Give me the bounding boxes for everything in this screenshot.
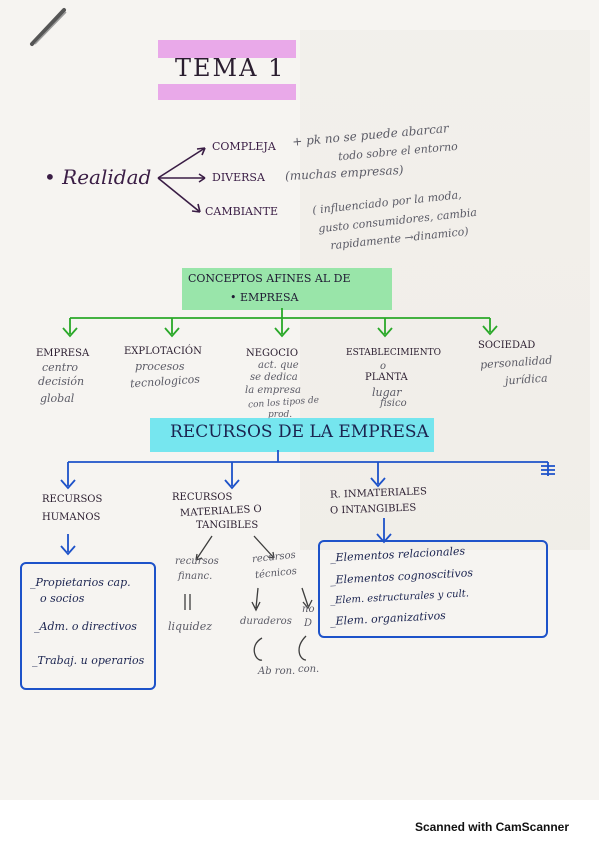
humanos-item-1b: o socios xyxy=(40,592,85,605)
humanos-item-1: _Propietarios cap. xyxy=(30,576,131,589)
concept-explotacion-line1: procesos xyxy=(135,360,185,373)
humanos-box xyxy=(20,562,156,690)
conceptos-title-line1: CONCEPTOS AFINES AL DE xyxy=(188,272,351,285)
tecnicos-left-bottom: Ab ron. xyxy=(258,666,296,677)
tecnicos-right-2: D xyxy=(304,618,313,629)
inmateriales-box xyxy=(318,540,548,638)
concept-empresa-line2: decisión xyxy=(38,375,85,388)
notebook-page xyxy=(0,0,599,800)
concept-negocio-line1: act. que xyxy=(258,360,299,371)
financ-label-1: recursos xyxy=(175,556,219,567)
conceptos-title-line2: • EMPRESA xyxy=(230,291,299,304)
concept-negocio-line2: se dedica xyxy=(250,372,298,383)
compleja-word: COMPLEJA xyxy=(212,140,276,153)
materiales-head-line1: RECURSOS xyxy=(172,492,233,503)
scanner-watermark: Scanned with CamScanner xyxy=(414,820,569,834)
diversa-word: DIVERSA xyxy=(212,171,265,184)
concept-empresa-line3: global xyxy=(40,392,75,405)
concept-empresa-line1: centro xyxy=(42,361,79,374)
cambiante-word: CAMBIANTE xyxy=(205,205,278,218)
concept-negocio-line5: prod. xyxy=(268,410,293,420)
concept-establecimiento-line3: lugar xyxy=(372,386,402,399)
concept-explotacion-head: EXPLOTACIÓN xyxy=(124,346,202,357)
materiales-head-line3: TANGIBLES xyxy=(196,520,259,531)
concept-establecimiento-line2: PLANTA xyxy=(365,372,408,383)
concept-sociedad-head: SOCIEDAD xyxy=(478,340,536,351)
title-highlight-top xyxy=(158,40,296,58)
concept-negocio-head: NEGOCIO xyxy=(246,348,299,359)
tecnicos-right-bottom: con. xyxy=(298,664,320,675)
recursos-highlight xyxy=(150,418,434,452)
concept-establecimiento-line4: fisico xyxy=(380,398,407,409)
humanos-item-2: _Adm. o directivos xyxy=(34,620,137,633)
conceptos-highlight xyxy=(182,268,392,310)
concept-establecimiento-line1: o xyxy=(380,361,387,372)
concept-negocio-line3: la empresa xyxy=(245,385,301,396)
recursos-title: RECURSOS DE LA EMPRESA xyxy=(170,422,429,442)
financ-label-2: financ. xyxy=(178,571,213,582)
concept-empresa-head: EMPRESA xyxy=(36,348,90,359)
financ-result: liquidez xyxy=(168,620,213,633)
title-highlight-bottom xyxy=(158,84,296,100)
tecnicos-left: duraderos xyxy=(240,616,292,627)
humanos-head-line1: RECURSOS xyxy=(42,494,103,505)
tecnicos-right-1: no xyxy=(302,604,315,615)
humanos-head-line2: HUMANOS xyxy=(42,512,101,523)
realidad-label: • Realidad xyxy=(44,165,152,189)
humanos-item-3: _Trabaj. u operarios xyxy=(32,654,145,667)
concept-establecimiento-head: ESTABLECIMIENTO xyxy=(346,348,441,358)
page-title: TEMA 1 xyxy=(175,54,286,82)
